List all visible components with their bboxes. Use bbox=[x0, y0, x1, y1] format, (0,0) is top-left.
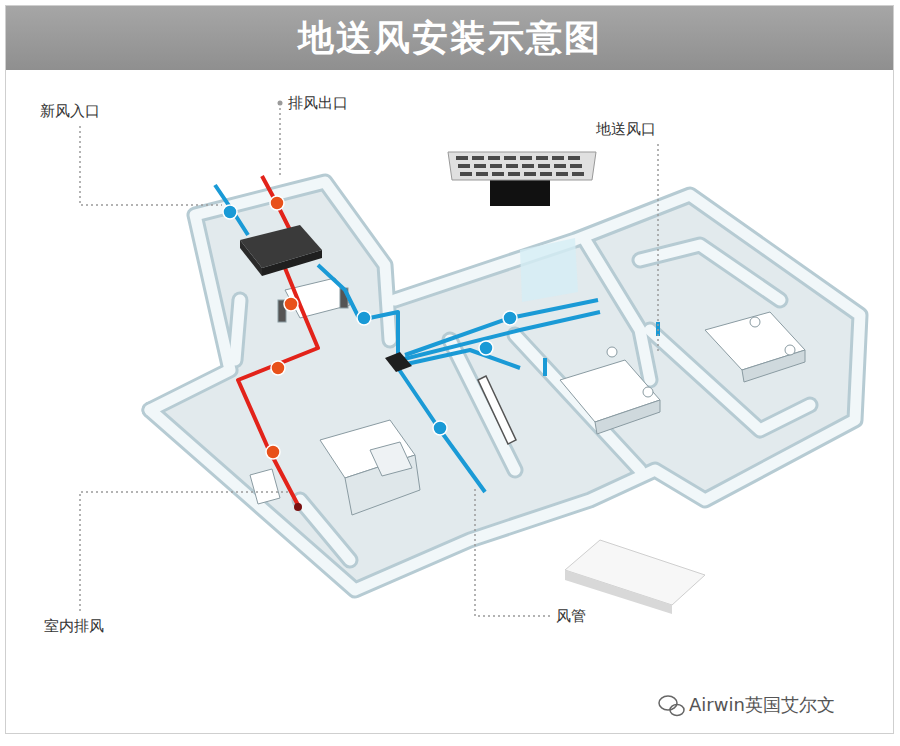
title: 地送风安装示意图 bbox=[0, 14, 900, 62]
walls bbox=[150, 182, 860, 590]
leader-dots bbox=[278, 101, 283, 106]
callout-label: 地送风口 bbox=[596, 120, 656, 138]
wechat-icon bbox=[659, 696, 684, 716]
frame bbox=[6, 6, 894, 734]
watermark: Airwin英国艾尔文 bbox=[689, 694, 835, 716]
leader-lines bbox=[80, 108, 658, 616]
exhaust-duct bbox=[238, 176, 318, 505]
callout-label: 风管 bbox=[556, 607, 586, 625]
supply-duct bbox=[215, 185, 658, 492]
furniture bbox=[250, 278, 805, 515]
exhaust-outlet bbox=[294, 503, 302, 511]
callout-label: 新风入口 bbox=[40, 102, 100, 120]
flat-duct bbox=[565, 540, 705, 614]
callout-label: 室内排风 bbox=[44, 617, 104, 635]
floor bbox=[150, 182, 860, 590]
floor-grille bbox=[448, 152, 596, 206]
flow-markers bbox=[223, 196, 517, 459]
callout-label: 排风出口 bbox=[288, 94, 348, 112]
distribution-box bbox=[385, 352, 412, 372]
tv bbox=[478, 376, 516, 444]
glass-panel bbox=[520, 238, 578, 302]
